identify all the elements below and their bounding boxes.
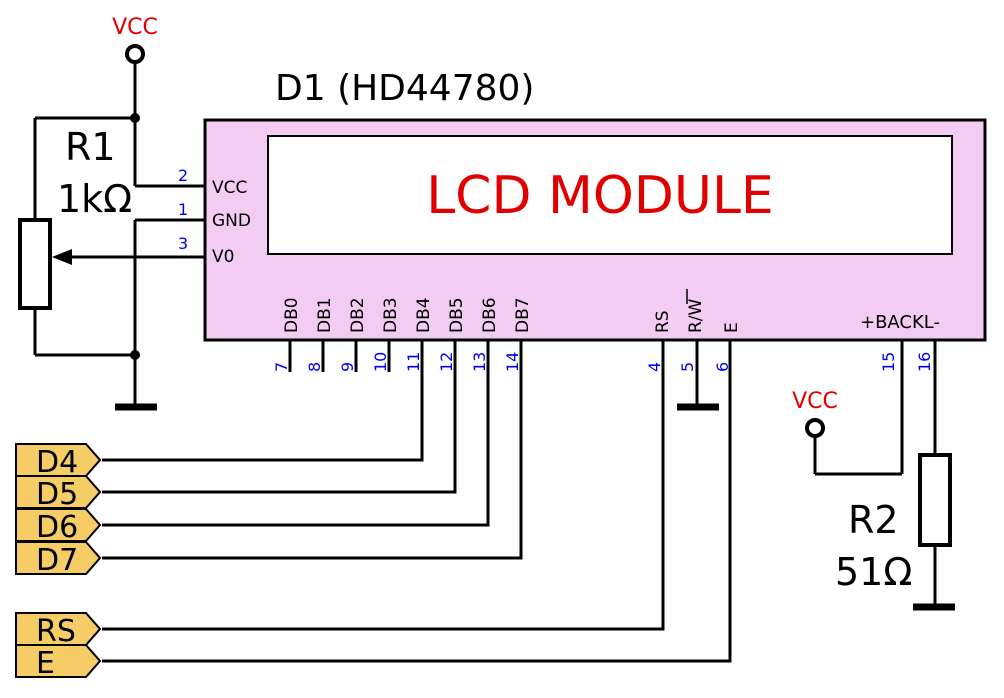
pin-name-rs: RS bbox=[653, 310, 673, 333]
port-label-e: E bbox=[36, 646, 55, 681]
port-tag-rs bbox=[15, 612, 102, 646]
pin-name-db0: DB0 bbox=[282, 297, 302, 333]
port-tag-d7 bbox=[15, 541, 102, 575]
vcc-terminal-right bbox=[805, 418, 825, 438]
port-label-d4: D4 bbox=[36, 445, 78, 480]
port-label-d6: D6 bbox=[36, 510, 78, 545]
lcd-ref: D1 (HD44780) bbox=[275, 68, 534, 109]
r1-value: 1kΩ bbox=[57, 177, 132, 221]
bottom-pin-stubs bbox=[288, 340, 937, 455]
vcc-label-top: VCC bbox=[112, 15, 158, 40]
pin-name-db5: DB5 bbox=[447, 297, 467, 333]
lcd-module-text: LCD MODULE bbox=[426, 166, 774, 226]
pin-num-11: 11 bbox=[404, 352, 423, 372]
pin-num-13: 13 bbox=[470, 352, 489, 372]
port-tag-d4 bbox=[15, 443, 102, 477]
r2-value: 51Ω bbox=[835, 550, 912, 594]
r1-ref: R1 bbox=[65, 125, 116, 169]
pin-name-db7: DB7 bbox=[513, 297, 533, 333]
wiper-arrow bbox=[52, 249, 72, 265]
port-label-d5: D5 bbox=[36, 477, 78, 512]
pin-num-16: 16 bbox=[915, 352, 934, 372]
lcd-screen bbox=[267, 135, 953, 255]
junction-dot bbox=[130, 350, 140, 360]
pin-num-3: 3 bbox=[178, 234, 188, 253]
pin-name-db1: DB1 bbox=[315, 297, 335, 333]
pin-num-7: 7 bbox=[272, 362, 291, 372]
pin-num-12: 12 bbox=[437, 352, 456, 372]
pin-num-2: 2 bbox=[178, 166, 188, 185]
pin-name-db6: DB6 bbox=[480, 297, 500, 333]
pin-name-gnd: GND bbox=[212, 211, 251, 231]
r2-ref: R2 bbox=[848, 498, 899, 542]
pin-num-1: 1 bbox=[178, 200, 188, 219]
backlight-wires bbox=[813, 340, 937, 605]
pin-num-8: 8 bbox=[305, 362, 324, 372]
pin-name-e: E bbox=[722, 322, 742, 333]
pin-name-rw: R/W bbox=[686, 298, 706, 333]
vcc-terminal-top bbox=[125, 44, 145, 64]
port-label-rs: RS bbox=[36, 614, 76, 649]
r1-wires bbox=[33, 62, 205, 405]
pin-num-10: 10 bbox=[371, 352, 390, 372]
pin-name-v0: V0 bbox=[212, 247, 234, 267]
pin-num-9: 9 bbox=[338, 362, 357, 372]
r1-resistor bbox=[18, 218, 52, 310]
pin-num-5: 5 bbox=[678, 362, 697, 372]
signal-wires bbox=[102, 340, 732, 663]
junction-dot bbox=[130, 113, 140, 123]
r2-resistor bbox=[918, 453, 952, 547]
pin-num-14: 14 bbox=[503, 352, 522, 372]
port-tags bbox=[15, 443, 102, 678]
port-tag-e bbox=[15, 644, 102, 678]
pin-name-db3: DB3 bbox=[381, 297, 401, 333]
backlight-label: +BACKL- bbox=[860, 312, 940, 333]
port-label-d7: D7 bbox=[36, 543, 78, 578]
pin-name-db4: DB4 bbox=[414, 297, 434, 333]
pin-num-6: 6 bbox=[713, 362, 732, 372]
port-tag-d6 bbox=[15, 508, 102, 542]
port-tag-d5 bbox=[15, 475, 102, 509]
pin-name-vcc: VCC bbox=[212, 178, 247, 198]
vcc-label-right: VCC bbox=[792, 389, 838, 414]
pin-name-db2: DB2 bbox=[348, 297, 368, 333]
pin-num-4: 4 bbox=[645, 362, 664, 372]
pin-num-15: 15 bbox=[879, 352, 898, 372]
